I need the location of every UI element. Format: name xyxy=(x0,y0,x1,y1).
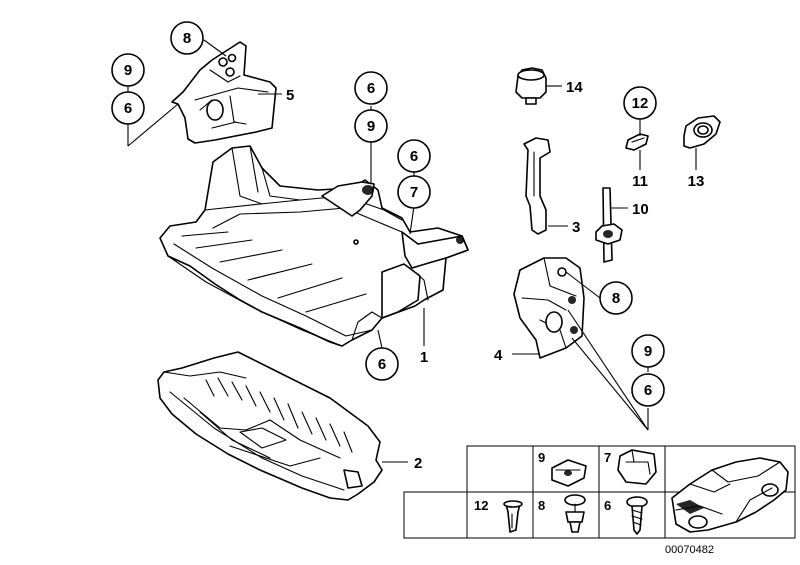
callout-8-top[interactable]: 8 xyxy=(170,21,204,55)
part-14-buffer[interactable] xyxy=(515,67,547,105)
callout-6-left[interactable]: 6 xyxy=(111,91,145,125)
callout-9-mid[interactable]: 9 xyxy=(354,109,388,143)
fastener-table xyxy=(403,445,796,539)
table-cell-9-label: 9 xyxy=(538,450,545,465)
fastener-7-clip-icon[interactable] xyxy=(617,449,657,485)
leader-lines xyxy=(127,39,697,463)
svg-text:6: 6 xyxy=(410,148,418,165)
part-5-bracket[interactable] xyxy=(171,41,277,144)
svg-text:12: 12 xyxy=(632,95,649,112)
label-3[interactable]: 3 xyxy=(572,219,580,236)
label-14[interactable]: 14 xyxy=(566,79,583,96)
svg-text:6: 6 xyxy=(124,100,132,117)
svg-text:7: 7 xyxy=(410,184,418,201)
part-2-lower-cover[interactable] xyxy=(157,351,383,501)
label-5[interactable]: 5 xyxy=(286,87,294,104)
svg-text:9: 9 xyxy=(124,62,132,79)
callout-6-low[interactable]: 6 xyxy=(631,373,665,407)
fastener-6-screw-icon[interactable] xyxy=(626,496,648,535)
label-11[interactable]: 11 xyxy=(632,173,648,190)
label-13[interactable]: 13 xyxy=(688,173,705,190)
callout-7-right[interactable]: 7 xyxy=(397,175,431,209)
svg-text:6: 6 xyxy=(378,356,386,373)
car-silhouette-icon xyxy=(671,457,789,533)
fastener-9-nut-icon[interactable] xyxy=(551,459,587,487)
table-cell-7-label: 7 xyxy=(604,450,611,465)
svg-text:9: 9 xyxy=(644,343,652,360)
label-4[interactable]: 4 xyxy=(494,347,503,364)
callout-8-right[interactable]: 8 xyxy=(599,281,633,315)
part-4-bracket[interactable] xyxy=(513,257,585,359)
svg-text:8: 8 xyxy=(183,30,191,47)
part-13-cap[interactable] xyxy=(683,115,721,149)
part-3-strip[interactable] xyxy=(523,137,551,235)
part-1-carrier[interactable] xyxy=(159,145,469,347)
callout-12[interactable]: 12 xyxy=(623,86,657,120)
document-number: 00070482 xyxy=(665,544,714,556)
svg-text:8: 8 xyxy=(612,290,620,307)
label-1[interactable]: 1 xyxy=(420,349,428,366)
callout-6-right[interactable]: 6 xyxy=(397,139,431,173)
part-10-cable-tie[interactable] xyxy=(595,187,623,263)
svg-text:9: 9 xyxy=(367,118,375,135)
label-2[interactable]: 2 xyxy=(414,455,422,472)
fastener-8-expanding-rivet-icon[interactable] xyxy=(564,494,586,533)
label-10[interactable]: 10 xyxy=(632,201,649,218)
callout-6-mid[interactable]: 6 xyxy=(354,71,388,105)
part-11-clip[interactable] xyxy=(625,133,649,151)
callout-6-bottom[interactable]: 6 xyxy=(365,347,399,381)
callout-9-left[interactable]: 9 xyxy=(111,53,145,87)
svg-text:6: 6 xyxy=(644,382,652,399)
table-cell-12-label: 12 xyxy=(474,498,488,513)
table-cell-8-label: 8 xyxy=(538,498,545,513)
table-cell-6-label: 6 xyxy=(604,498,611,513)
callout-9-low[interactable]: 9 xyxy=(631,334,665,368)
fastener-12-rivet-icon[interactable] xyxy=(503,500,523,533)
svg-text:6: 6 xyxy=(367,80,375,97)
